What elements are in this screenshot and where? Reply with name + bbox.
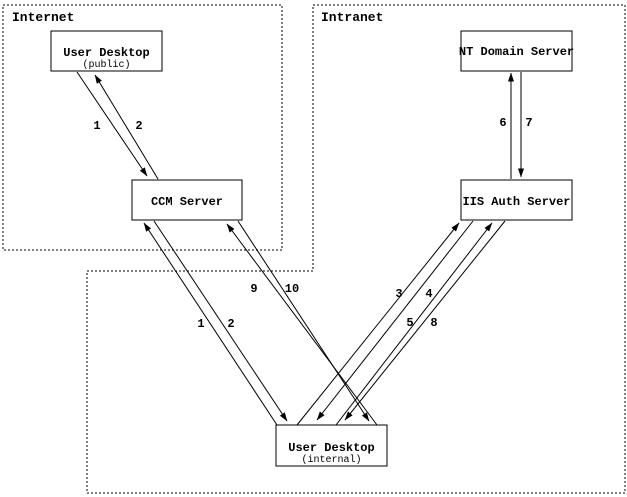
flow-label-7-nt-domain-server-to-iis-auth-server: 7 [525, 116, 532, 130]
flow-user-desktop-internal-to-iis-auth-server [335, 222, 493, 426]
node-nt-domain-server-box [460, 30, 573, 72]
flow-ccm-server-to-user-desktop-public [94, 74, 159, 180]
node-title: IIS Auth Server [462, 195, 570, 209]
node-user-desktop-public-box [50, 30, 163, 72]
node-user-desktop-internal-box [275, 424, 388, 467]
node-ccm-server-box [131, 179, 243, 221]
node-ccm-server: CCM Server [131, 179, 243, 221]
flow-label-2-ccm-server-to-user-desktop-internal: 2 [227, 317, 234, 331]
flow-iis-auth-server-to-user-desktop-internal [344, 220, 506, 421]
flow-label-6-iis-auth-server-to-nt-domain-server: 6 [499, 116, 506, 130]
node-title: User Desktop [63, 46, 149, 60]
flow-ccm-server-to-user-desktop-internal [153, 220, 288, 422]
flow-user-desktop-internal-to-ccm-server [226, 223, 378, 426]
node-title: User Desktop [288, 441, 374, 455]
internet-zone-border [2, 4, 283, 251]
intranet-zone-border [86, 4, 626, 494]
flow-label-1-user-desktop-internal-to-ccm-server: 1 [197, 317, 204, 331]
flow-label-9-user-desktop-internal-to-ccm-server: 9 [250, 282, 257, 296]
flow-iis-auth-server-to-user-desktop-internal [316, 220, 474, 421]
flow-label-8-iis-auth-server-to-user-desktop-internal: 8 [430, 316, 437, 330]
node-subtitle: (internal) [301, 454, 361, 466]
node-user-desktop-internal: User Desktop(internal) [275, 424, 388, 467]
flow-user-desktop-public-to-ccm-server [76, 71, 148, 177]
node-title: CCM Server [151, 195, 223, 209]
flow-label-4-iis-auth-server-to-user-desktop-internal: 4 [425, 287, 432, 301]
node-user-desktop-public: User Desktop(public) [50, 30, 163, 72]
flow-label-10-ccm-server-to-user-desktop-internal: 10 [285, 282, 299, 296]
flow-label-3-user-desktop-internal-to-iis-auth-server: 3 [395, 287, 402, 301]
node-iis-auth-server-box [460, 179, 573, 221]
internet-zone-label: Internet [12, 10, 74, 25]
node-subtitle: (public) [82, 59, 130, 71]
flow-user-desktop-internal-to-ccm-server [143, 222, 278, 426]
flow-ccm-server-to-user-desktop-internal [237, 220, 370, 422]
node-nt-domain-server: NT Domain Server [459, 30, 574, 72]
flow-label-2-ccm-server-to-user-desktop-public: 2 [135, 119, 142, 133]
node-iis-auth-server: IIS Auth Server [460, 179, 573, 221]
flow-user-desktop-internal-to-iis-auth-server [296, 222, 460, 426]
intranet-zone-label: Intranet [321, 10, 383, 25]
flow-label-5-user-desktop-internal-to-iis-auth-server: 5 [406, 316, 413, 330]
node-title: NT Domain Server [459, 45, 574, 59]
flow-label-1-user-desktop-public-to-ccm-server: 1 [93, 119, 100, 133]
